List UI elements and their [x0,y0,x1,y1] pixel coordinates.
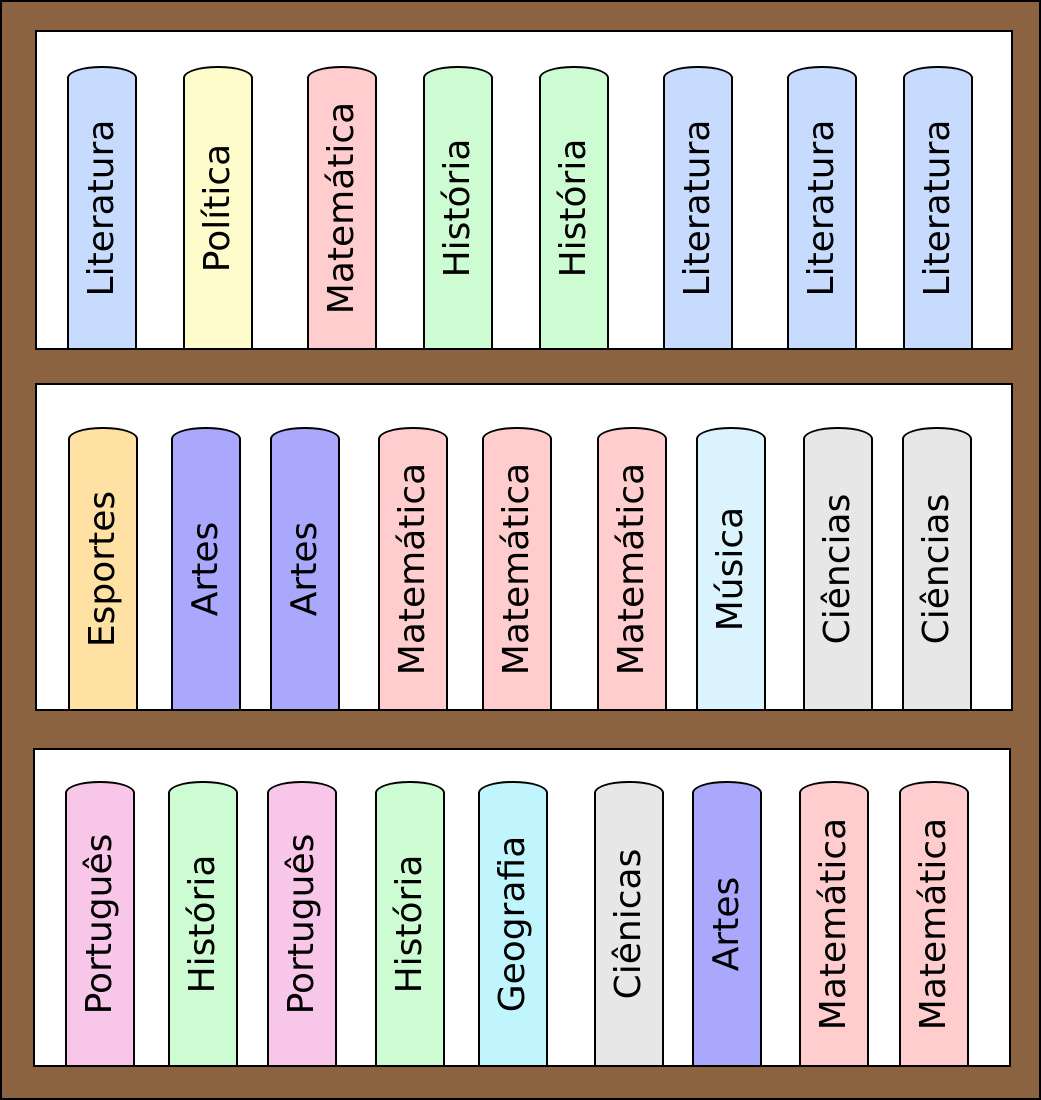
book-label: Matemática [611,462,652,676]
shelf-bottom: Português História Português História Geogra… [33,748,1011,1067]
book-label: Ciências [817,493,858,645]
book-politica: Política [183,66,253,348]
book-label: Português [79,833,120,1015]
book-historia: História [539,66,609,348]
book-literatura: Literatura [67,66,137,348]
book-historia: História [375,781,445,1065]
book-label: Artes [706,876,747,972]
book-label: Matemática [813,817,854,1031]
book-label: Música [710,506,751,632]
shelf-top: Literatura Política Matemática História Hist… [35,30,1013,350]
book-label: Literatura [917,119,958,297]
book-label: Literatura [677,119,718,297]
book-ciencias: Ciências [902,427,972,709]
book-matematica: Matemática [597,427,667,709]
book-literatura: Literatura [787,66,857,348]
book-label: Matemática [496,462,537,676]
book-label: História [553,138,594,278]
book-portugues: Português [267,781,337,1065]
book-label: Literatura [801,119,842,297]
book-label: Artes [185,521,226,617]
book-musica: Música [696,427,766,709]
book-geografia: Geografia [478,781,548,1065]
book-label: Matemática [392,462,433,676]
book-ciencias: Ciências [803,427,873,709]
book-label: História [389,854,430,994]
book-literatura: Literatura [903,66,973,348]
book-historia: História [168,781,238,1065]
book-label: Esportes [82,490,123,648]
book-artes: Artes [270,427,340,709]
book-label: Artes [284,521,325,617]
book-label: Geografia [492,835,533,1013]
book-esportes: Esportes [68,427,138,709]
book-portugues: Português [65,781,135,1065]
book-label: Ciências [916,493,957,645]
book-label: História [182,854,223,994]
book-label: Matemática [913,817,954,1031]
book-matematica: Matemática [378,427,448,709]
book-matematica: Matemática [799,781,869,1065]
shelf-middle: Esportes Artes Artes Matemática Matemática Ma… [35,383,1013,711]
book-label: Literatura [81,119,122,297]
book-literatura: Literatura [663,66,733,348]
book-historia: História [423,66,493,348]
book-label: História [437,138,478,278]
book-label: Português [281,833,322,1015]
book-matematica: Matemática [482,427,552,709]
book-cienicas: Ciênicas [594,781,664,1065]
book-label: Política [197,143,238,273]
book-label: Matemática [321,101,362,315]
book-label: Ciênicas [608,848,649,1000]
book-matematica: Matemática [307,66,377,348]
book-artes: Artes [692,781,762,1065]
book-matematica: Matemática [899,781,969,1065]
book-artes: Artes [171,427,241,709]
